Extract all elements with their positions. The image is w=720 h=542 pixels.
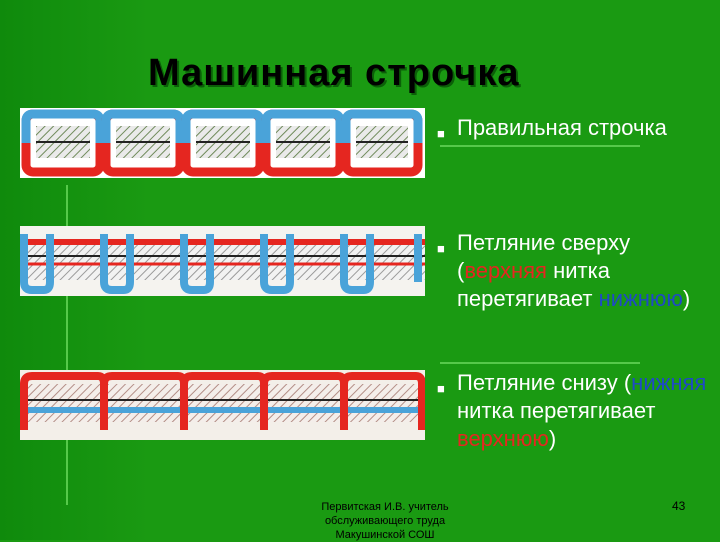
- bullet-marker-icon: ■: [437, 126, 445, 141]
- bullet-text: Правильная строчка: [457, 115, 667, 140]
- lower-thread-word: нижнюю: [598, 286, 683, 311]
- decorative-line: [440, 145, 640, 147]
- decorative-line: [66, 185, 68, 505]
- decorative-line: [440, 362, 640, 364]
- upper-thread-word: верхнюю: [457, 426, 549, 451]
- loop-top-stitch-image: [20, 226, 425, 296]
- upper-thread-word: верхняя: [464, 258, 547, 283]
- page-number: 43: [672, 499, 686, 513]
- slide-title: Машинная строчка: [148, 52, 520, 94]
- bullet-marker-icon: ■: [437, 381, 445, 396]
- lower-thread-word: нижняя: [631, 370, 707, 395]
- bullet-text: Петляние сверху (верхняя нитка перетягив…: [457, 230, 691, 311]
- bullet-text: Петляние снизу (нижняя нитка перетягивае…: [457, 370, 707, 451]
- footer-author: Первитская И.В. учитель обслуживающего т…: [321, 501, 449, 541]
- bullet-marker-icon: ■: [437, 241, 445, 256]
- loop-bottom-stitch-image: [20, 370, 425, 440]
- correct-stitch-image: [20, 108, 425, 178]
